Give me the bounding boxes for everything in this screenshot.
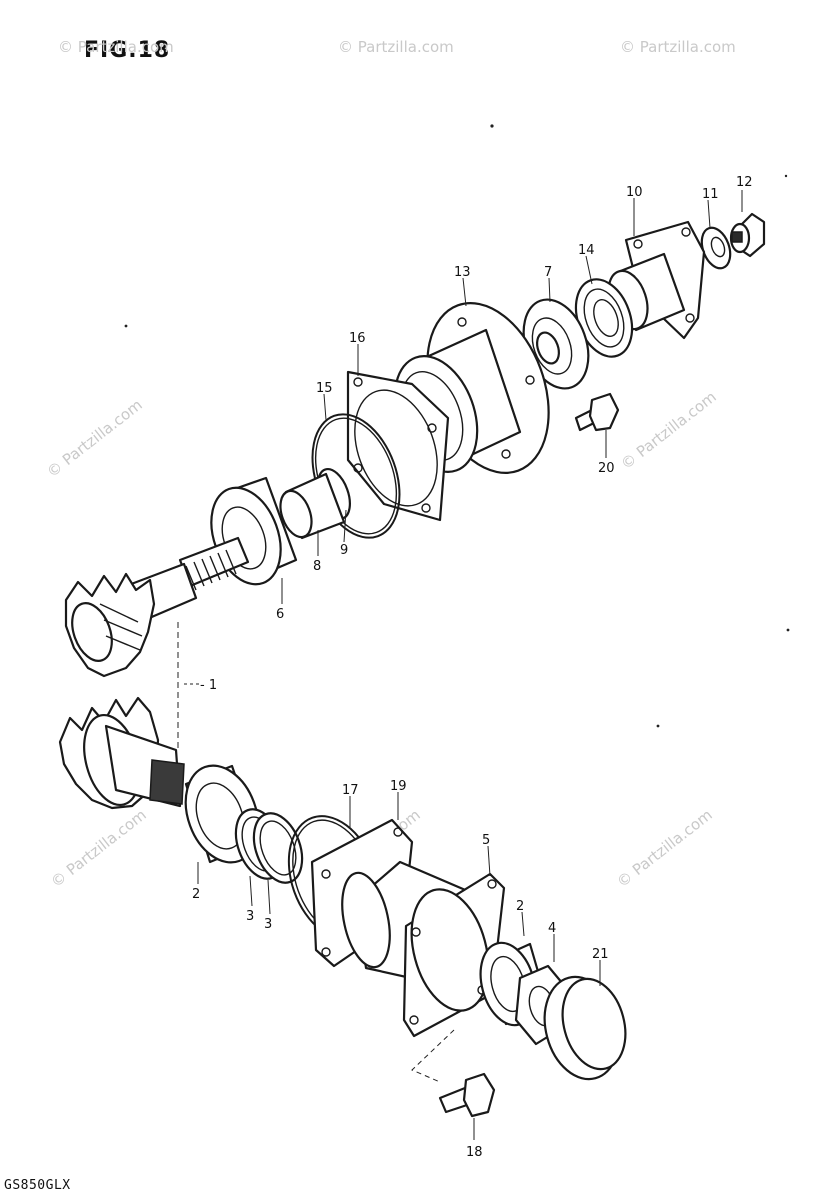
lower-ring-gear	[58, 696, 185, 810]
figure-title: FIG.18	[84, 38, 171, 63]
callout-5: 5	[482, 833, 490, 848]
callout-8: 8	[313, 559, 321, 574]
callout-19: 19	[390, 779, 407, 794]
callout-14: 14	[578, 243, 595, 258]
upper-pinion-gear	[64, 536, 250, 678]
callout-11: 11	[702, 187, 719, 202]
watermark: © Partzilla.com	[613, 806, 715, 891]
part-5-housing	[341, 860, 506, 1038]
model-code: GS850GLX	[4, 1178, 71, 1193]
bolt-18-guide-line	[411, 1029, 455, 1083]
callout-13: 13	[454, 265, 471, 280]
callout-10: 10	[626, 185, 643, 200]
part-18-bolt	[438, 1072, 496, 1118]
callout-18: 18	[466, 1145, 483, 1160]
callouts: 12 11 10 14 7 13 16 15 20 9 8 6 - 1 17 1…	[192, 175, 753, 1160]
watermark: © Partzilla.com	[338, 38, 454, 56]
part-21-cap	[543, 975, 627, 1081]
callout-2-right: 2	[516, 899, 524, 914]
watermark: © Partzilla.com	[620, 38, 736, 56]
part-8-spacer	[279, 472, 346, 540]
part-16-gasket	[346, 370, 450, 522]
leader-lines	[184, 190, 743, 1140]
watermark: © Partzilla.com	[47, 806, 149, 891]
callout-2-left: 2	[192, 887, 200, 902]
callout-7: 7	[544, 265, 552, 280]
part-3-shim-b	[252, 812, 304, 884]
callout-21: 21	[592, 947, 609, 962]
watermark: © Partzilla.com	[58, 38, 174, 56]
callout-6: 6	[276, 607, 284, 622]
part-20-bolt	[574, 392, 620, 432]
callout-3-b: 3	[264, 917, 272, 932]
part-12-bolt	[729, 212, 766, 258]
shaft-splines	[185, 549, 237, 591]
callout-15: 15	[316, 381, 333, 396]
callout-4: 4	[548, 921, 556, 936]
callout-12: 12	[736, 175, 753, 190]
callout-3-a: 3	[246, 909, 254, 924]
callout-9: 9	[340, 543, 348, 558]
watermark: © Partzilla.com	[617, 388, 719, 473]
callout-16: 16	[349, 331, 366, 346]
part-13-gear-housing	[393, 302, 550, 474]
callout-1: - 1	[200, 678, 217, 693]
watermark: © Partzilla.com	[43, 396, 145, 481]
callout-17: 17	[342, 783, 359, 798]
callout-20: 20	[598, 461, 615, 476]
print-specks	[124, 124, 790, 728]
